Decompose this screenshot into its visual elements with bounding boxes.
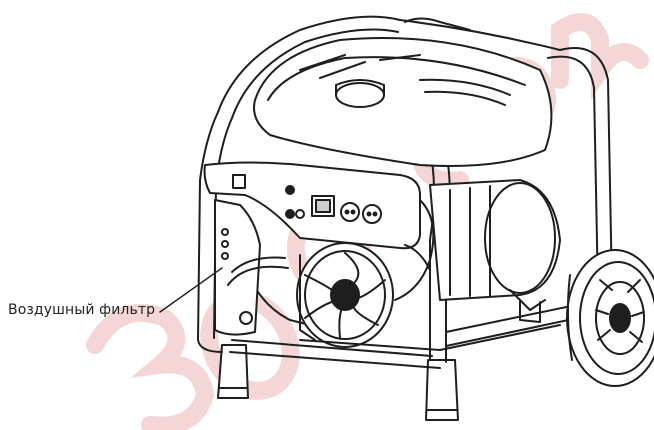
- front-right-foot: [425, 359, 459, 421]
- alternator: [394, 179, 561, 311]
- wheel: [566, 249, 654, 387]
- socket-icon: [340, 202, 360, 222]
- switch-icon: [232, 174, 246, 189]
- engine-fan: [296, 242, 394, 348]
- fuel-tank: [253, 37, 553, 167]
- indicator-icon: [285, 185, 295, 195]
- front-left-foot: [217, 344, 249, 399]
- air-filter: [214, 199, 289, 336]
- chassis-rail: [299, 299, 561, 351]
- control-panel: [203, 161, 421, 250]
- callout-leader: [159, 267, 223, 313]
- callout-air-filter: Воздушный фильтр: [8, 302, 156, 318]
- indicator-icon: [285, 209, 295, 219]
- socket-icon: [362, 204, 382, 224]
- display-icon: [311, 195, 335, 217]
